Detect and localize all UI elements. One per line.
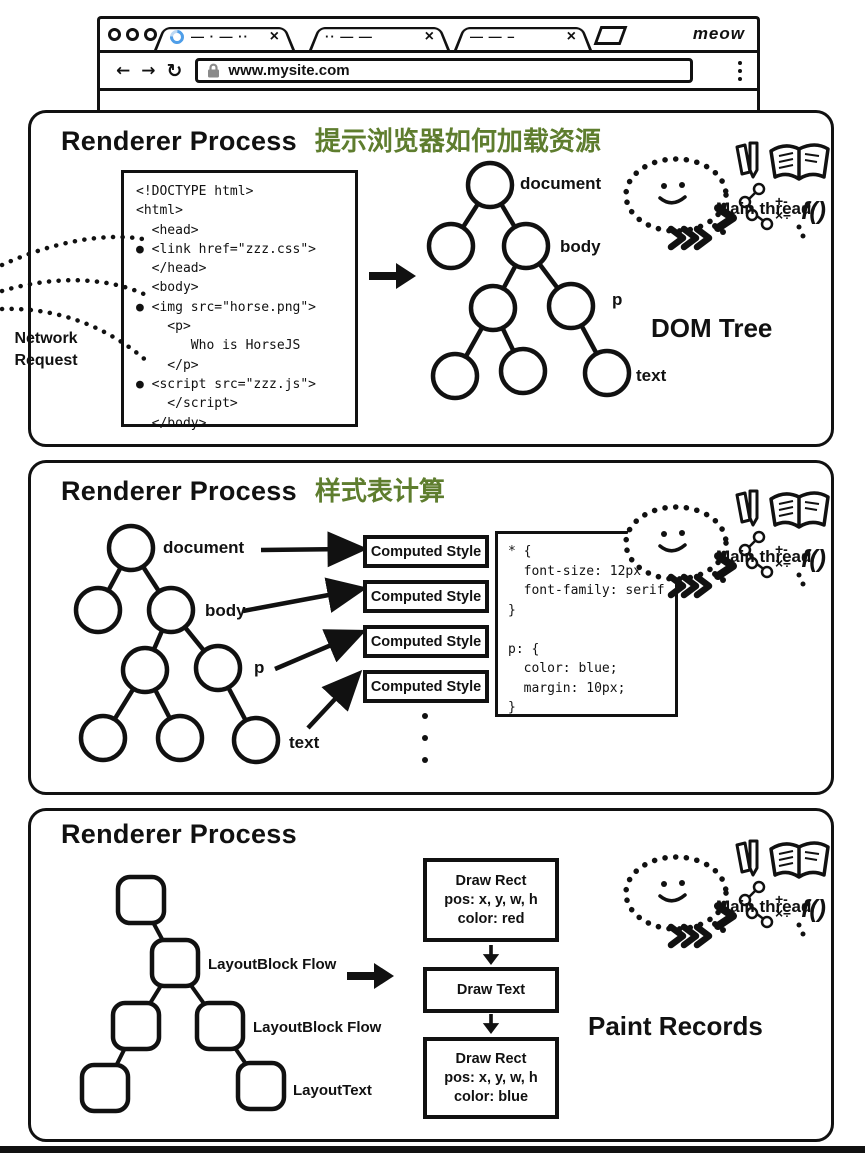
bottom-edge-bar [0,1146,865,1153]
traffic-lights [108,28,157,41]
panel2-subtitle-zh: 样式表计算 [314,476,445,506]
main-thread-label: Main thread [716,547,812,566]
tab-close-icon: × [566,27,576,45]
network-request-label: Network Request [14,330,78,369]
panel1-subtitle-zh: 提示浏览器如何加载资源 [314,126,601,156]
arrow-down-icon [482,945,500,965]
computed-style-box: Computed Style [363,535,489,568]
browser-tab-3: — — – × [454,23,592,50]
html-source-box: <!DOCTYPE html> <html> <head> ● <link hr… [121,170,358,431]
computed-style-box: Computed Style [363,580,489,613]
css-rules-code: * { font-size: 12px font-family: serif }… [508,544,665,715]
network-request-curves [0,234,153,367]
computed-style-box: Computed Style [363,625,489,658]
ellipsis-dots [422,713,428,763]
panel2-title: Renderer Process [61,476,297,506]
arrow-down-icon [482,1014,500,1034]
tab-close-icon: × [424,27,434,45]
paint-record-box: Draw Rect pos: x, y, w, h color: red [423,858,559,942]
node-label-document: document [520,174,602,193]
arrow-right-icon [347,963,394,989]
layout-tree-diagram: LayoutBlock Flow LayoutBlock Flow Layout… [79,874,382,1114]
arrow-right-icon [369,263,416,289]
node-label-body: body [560,237,601,256]
traffic-light [126,28,139,41]
back-icon: ← [116,60,131,81]
menu-dots-icon [738,60,742,81]
main-thread-icon: Main thread [619,837,847,951]
node-label-text: text [289,733,320,752]
meow-label: meow [692,24,745,43]
paint-records-title: Paint Records [588,1011,763,1041]
dom-tree-diagram: document body p text [426,160,667,401]
style-arrows [242,531,363,730]
computed-style-box: Computed Style [363,670,489,703]
panel-renderer-process-style: Renderer Process 样式表计算 document body p t… [28,460,834,795]
tab-title-squiggle: — — – [470,29,516,44]
address-bar-row: ← → ↻ www.mysite.com [100,53,757,91]
html-source-code: <!DOCTYPE html> <html> <head> ● <link hr… [136,184,317,431]
layout-label-3: LayoutText [293,1082,372,1099]
node-label-p: p [254,658,264,677]
node-label-text: text [636,366,667,385]
node-label-document: document [163,538,245,557]
main-thread-icon: Main thread [619,139,847,253]
main-thread-label: Main thread [716,897,812,916]
browser-tab-1: — · — ·· × [154,23,295,50]
tab-title-squiggle: — · — ·· [191,29,249,44]
lock-icon [208,63,220,78]
tab-title-squiggle: ·· — — [325,29,373,44]
url-field: www.mysite.com [195,58,694,83]
panel-renderer-process-parsing: Renderer Process 提示浏览器如何加载资源 <!DOCTYPE h… [28,110,834,447]
panel3-title: Renderer Process [61,819,297,849]
layout-label-2: LayoutBlock Flow [253,1019,382,1036]
loading-spinner-icon [167,26,187,47]
browser-window-illustration: — · — ·· × ·· — — × — — – × meow ← [97,16,760,112]
reload-icon: ↻ [166,59,183,82]
css-rules-box: * { font-size: 12px font-family: serif }… [495,531,678,717]
main-thread-label: Main thread [716,199,812,218]
panel1-title: Renderer Process [61,126,297,156]
paint-record-box: Draw Text [423,967,559,1013]
tree-node [465,160,515,210]
dom-tree-title: DOM Tree [651,313,773,343]
dom-tree-diagram: document body p text [73,523,320,765]
browser-tab-2: ·· — — × [309,23,450,50]
layout-label-1: LayoutBlock Flow [208,956,337,973]
new-tab-icon [593,26,628,45]
node-label-body: body [205,601,246,620]
traffic-light [108,28,121,41]
url-text: www.mysite.com [228,62,350,79]
node-label-p: p [612,290,622,309]
panel-renderer-process-paint: Renderer Process LayoutBlock Flow Layout… [28,808,834,1142]
main-thread-icon: Main thread [619,487,847,601]
forward-icon: → [141,60,156,81]
paint-record-box: Draw Rect pos: x, y, w, h color: blue [423,1037,559,1119]
tab-strip: — · — ·· × ·· — — × — — – × meow [100,19,757,53]
tab-close-icon: × [269,27,279,45]
